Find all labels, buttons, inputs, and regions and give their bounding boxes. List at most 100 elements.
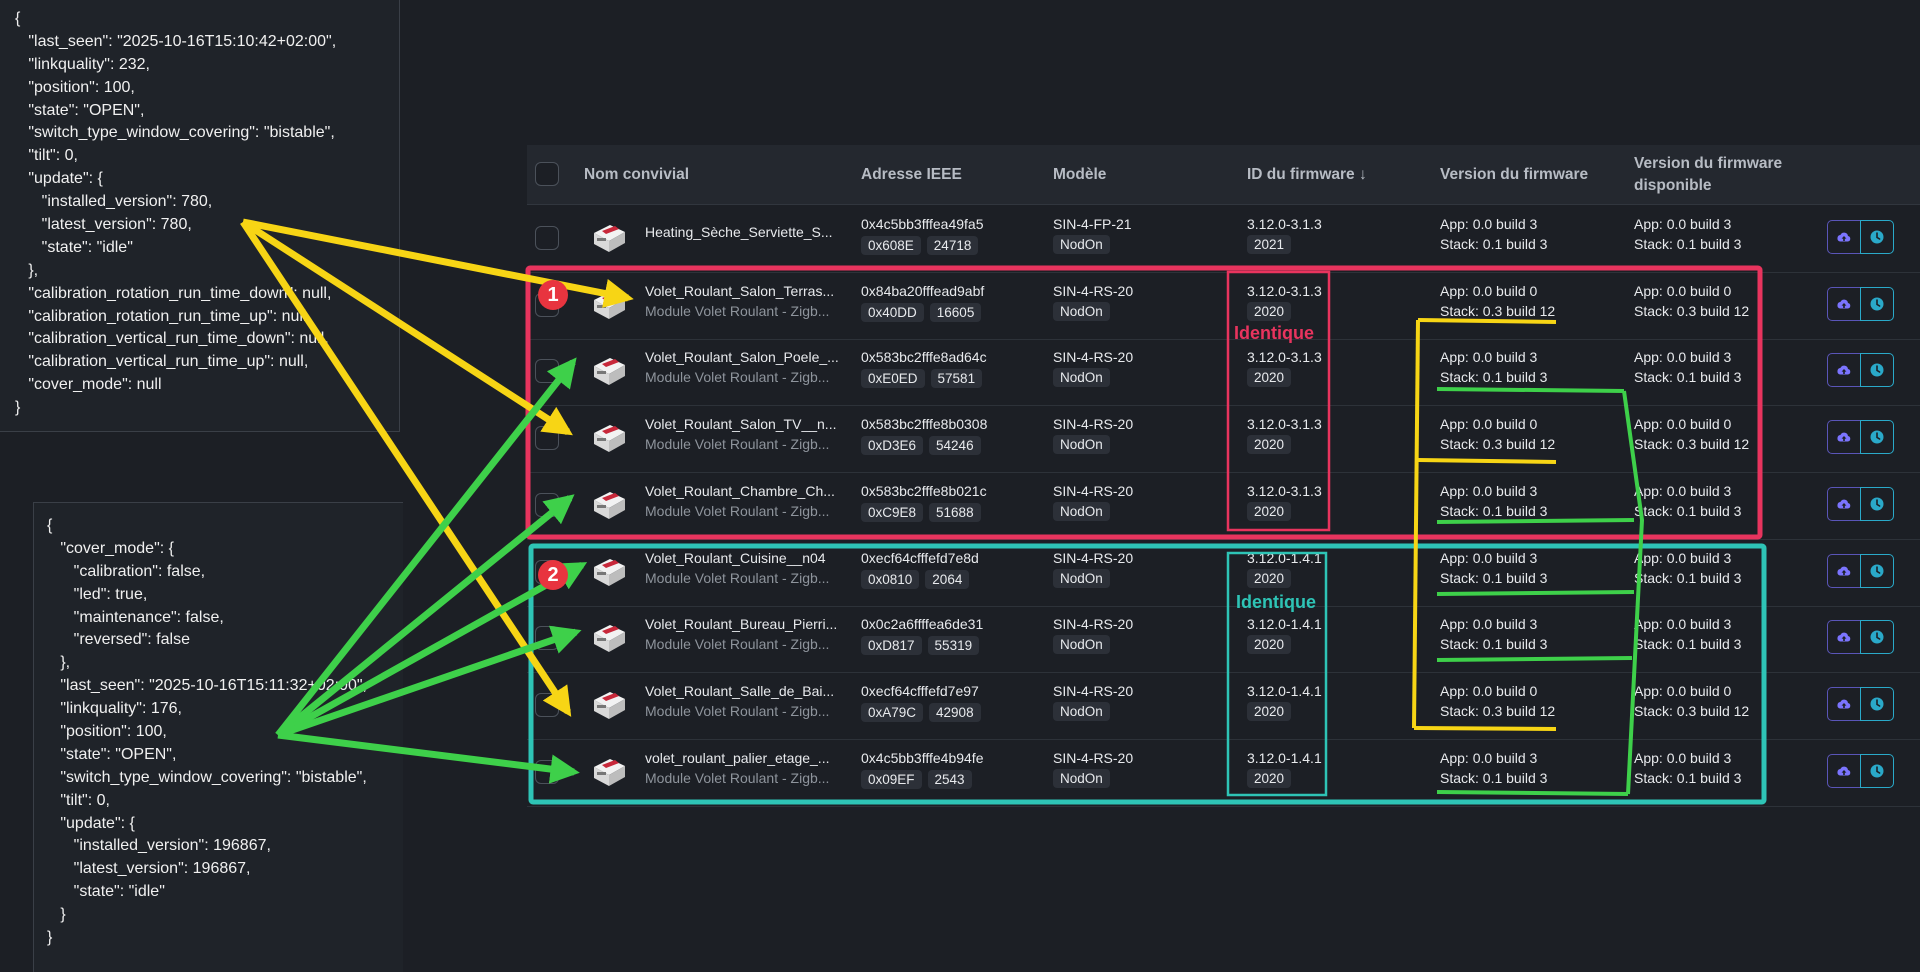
row-checkbox[interactable] — [535, 693, 559, 717]
schedule-update-button[interactable] — [1860, 620, 1894, 654]
update-firmware-button[interactable] — [1827, 420, 1861, 454]
header-firmware-version[interactable]: Version du firmware — [1440, 165, 1589, 183]
model-link[interactable]: SIN-4-RS-20 — [1053, 349, 1134, 365]
device-description: Module Volet Roulant - Zigb... — [645, 503, 830, 519]
json-line: } — [15, 399, 21, 417]
device-name-link[interactable]: Volet_Roulant_Salon_Poele_... — [645, 349, 839, 365]
update-firmware-button[interactable] — [1827, 287, 1861, 321]
shutter-module-icon — [594, 559, 625, 586]
nwk-dec-badge: 2064 — [925, 570, 970, 589]
clock-icon — [1870, 764, 1884, 778]
json-line: "state": "idle" — [15, 238, 133, 256]
model-link[interactable]: SIN-4-FP-21 — [1053, 216, 1132, 232]
header-firmware-available-line2: disponible — [1634, 176, 1712, 194]
schedule-update-button[interactable] — [1860, 353, 1894, 387]
device-description: Module Volet Roulant - Zigb... — [645, 703, 830, 719]
shutter-module-icon — [594, 759, 625, 786]
table-row[interactable]: Heating_Sèche_Serviette_S... 0x4c5bb3fff… — [527, 205, 1920, 273]
nwk-dec-badge: 57581 — [930, 369, 983, 388]
row-checkbox[interactable] — [535, 226, 559, 250]
update-firmware-button[interactable] — [1827, 487, 1861, 521]
table-row[interactable]: Volet_Roulant_Salon_TV__n... Module Vole… — [527, 405, 1920, 473]
firmware-id: 3.12.0-3.1.3 — [1247, 216, 1322, 232]
header-ieee-address[interactable]: Adresse IEEE — [861, 165, 962, 183]
update-firmware-button[interactable] — [1827, 220, 1861, 254]
row-actions — [1827, 287, 1894, 321]
model-link[interactable]: SIN-4-RS-20 — [1053, 683, 1134, 699]
cloud-upload-icon — [1837, 365, 1851, 375]
cloud-upload-icon — [1837, 699, 1851, 709]
schedule-update-button[interactable] — [1860, 687, 1894, 721]
clock-icon — [1870, 564, 1884, 578]
cloud-upload-icon — [1837, 299, 1851, 309]
header-firmware-id[interactable]: ID du firmware ↓ — [1247, 165, 1367, 183]
shutter-module-icon — [594, 225, 625, 252]
device-name-link[interactable]: Volet_Roulant_Salon_Terras... — [645, 283, 835, 299]
row-checkbox[interactable] — [535, 493, 559, 517]
network-address: 0xE0ED 57581 — [861, 368, 988, 388]
firmware-date-badge: 2020 — [1247, 501, 1297, 521]
json-line: "calibration_rotation_run_time_up": null… — [15, 307, 311, 325]
schedule-update-button[interactable] — [1860, 220, 1894, 254]
update-firmware-button[interactable] — [1827, 687, 1861, 721]
table-row[interactable]: Volet_Roulant_Salon_Poele_... Module Vol… — [527, 338, 1920, 406]
firmware-app-version: App: 0.0 build 0 — [1440, 283, 1538, 299]
update-firmware-button[interactable] — [1827, 554, 1861, 588]
device-name-link[interactable]: Volet_Roulant_Salon_TV__n... — [645, 416, 837, 432]
device-name-link[interactable]: Heating_Sèche_Serviette_S... — [645, 224, 833, 240]
firmware-app-version: App: 0.0 build 3 — [1440, 550, 1538, 566]
devices-table: Nom convivial Adresse IEEE Modèle ID du … — [527, 145, 1920, 807]
firmware-id: 3.12.0-3.1.3 — [1247, 349, 1322, 365]
device-json-panel-2: { "cover_mode": { "calibration": false, … — [33, 502, 403, 972]
firmware-date-badge: 2020 — [1247, 301, 1297, 321]
firmware-stack-version: Stack: 0.1 build 3 — [1440, 369, 1548, 385]
schedule-update-button[interactable] — [1860, 287, 1894, 321]
clock-icon — [1870, 230, 1884, 244]
vendor-badge: NodOn — [1053, 768, 1116, 788]
firmware-stack-version: Stack: 0.3 build 12 — [1440, 436, 1556, 452]
schedule-update-button[interactable] — [1860, 554, 1894, 588]
vendor-badge: NodOn — [1053, 434, 1116, 454]
update-firmware-button[interactable] — [1827, 754, 1861, 788]
model-link[interactable]: SIN-4-RS-20 — [1053, 616, 1134, 632]
model-link[interactable]: SIN-4-RS-20 — [1053, 416, 1134, 432]
shutter-module-icon — [594, 425, 625, 452]
table-row[interactable]: Volet_Roulant_Bureau_Pierri... Module Vo… — [527, 605, 1920, 673]
header-friendly-name[interactable]: Nom convivial — [584, 165, 690, 183]
table-row[interactable]: Volet_Roulant_Salle_de_Bai... Module Vol… — [527, 672, 1920, 740]
model-link[interactable]: SIN-4-RS-20 — [1053, 283, 1134, 299]
select-all-checkbox[interactable] — [535, 162, 559, 186]
update-firmware-button[interactable] — [1827, 353, 1861, 387]
device-name-link[interactable]: Volet_Roulant_Salle_de_Bai... — [645, 683, 835, 699]
nwk-hex-badge: 0xE0ED — [861, 369, 925, 388]
device-name-link[interactable]: Volet_Roulant_Chambre_Ch... — [645, 483, 835, 499]
model-link[interactable]: SIN-4-RS-20 — [1053, 550, 1134, 566]
header-firmware-available[interactable]: Version du firmware disponible — [1634, 145, 1782, 204]
available-stack-version: Stack: 0.3 build 12 — [1634, 703, 1750, 719]
firmware-id: 3.12.0-3.1.3 — [1247, 416, 1322, 432]
row-checkbox[interactable] — [535, 760, 559, 784]
row-checkbox[interactable] — [535, 359, 559, 383]
header-model[interactable]: Modèle — [1053, 165, 1107, 183]
model-link[interactable]: SIN-4-RS-20 — [1053, 750, 1134, 766]
device-name-link[interactable]: Volet_Roulant_Cuisine__n04 — [645, 550, 826, 566]
json-line: "led": true, — [47, 585, 148, 603]
device-name-link[interactable]: volet_roulant_palier_etage_... — [645, 750, 830, 766]
model-link[interactable]: SIN-4-RS-20 — [1053, 483, 1134, 499]
row-checkbox[interactable] — [535, 426, 559, 450]
table-row[interactable]: Volet_Roulant_Salon_Terras... Module Vol… — [527, 272, 1920, 340]
table-row[interactable]: Volet_Roulant_Chambre_Ch... Module Volet… — [527, 472, 1920, 540]
ieee-address: 0xecf64cfffefd7e97 — [861, 683, 979, 699]
row-checkbox[interactable] — [535, 626, 559, 650]
update-firmware-button[interactable] — [1827, 620, 1861, 654]
device-name-link[interactable]: Volet_Roulant_Bureau_Pierri... — [645, 616, 838, 632]
schedule-update-button[interactable] — [1860, 754, 1894, 788]
table-row[interactable]: Volet_Roulant_Cuisine__n04 Module Volet … — [527, 539, 1920, 607]
firmware-app-version: App: 0.0 build 3 — [1440, 483, 1538, 499]
schedule-update-button[interactable] — [1860, 420, 1894, 454]
table-row[interactable]: volet_roulant_palier_etage_... Module Vo… — [527, 739, 1920, 807]
schedule-update-button[interactable] — [1860, 487, 1894, 521]
